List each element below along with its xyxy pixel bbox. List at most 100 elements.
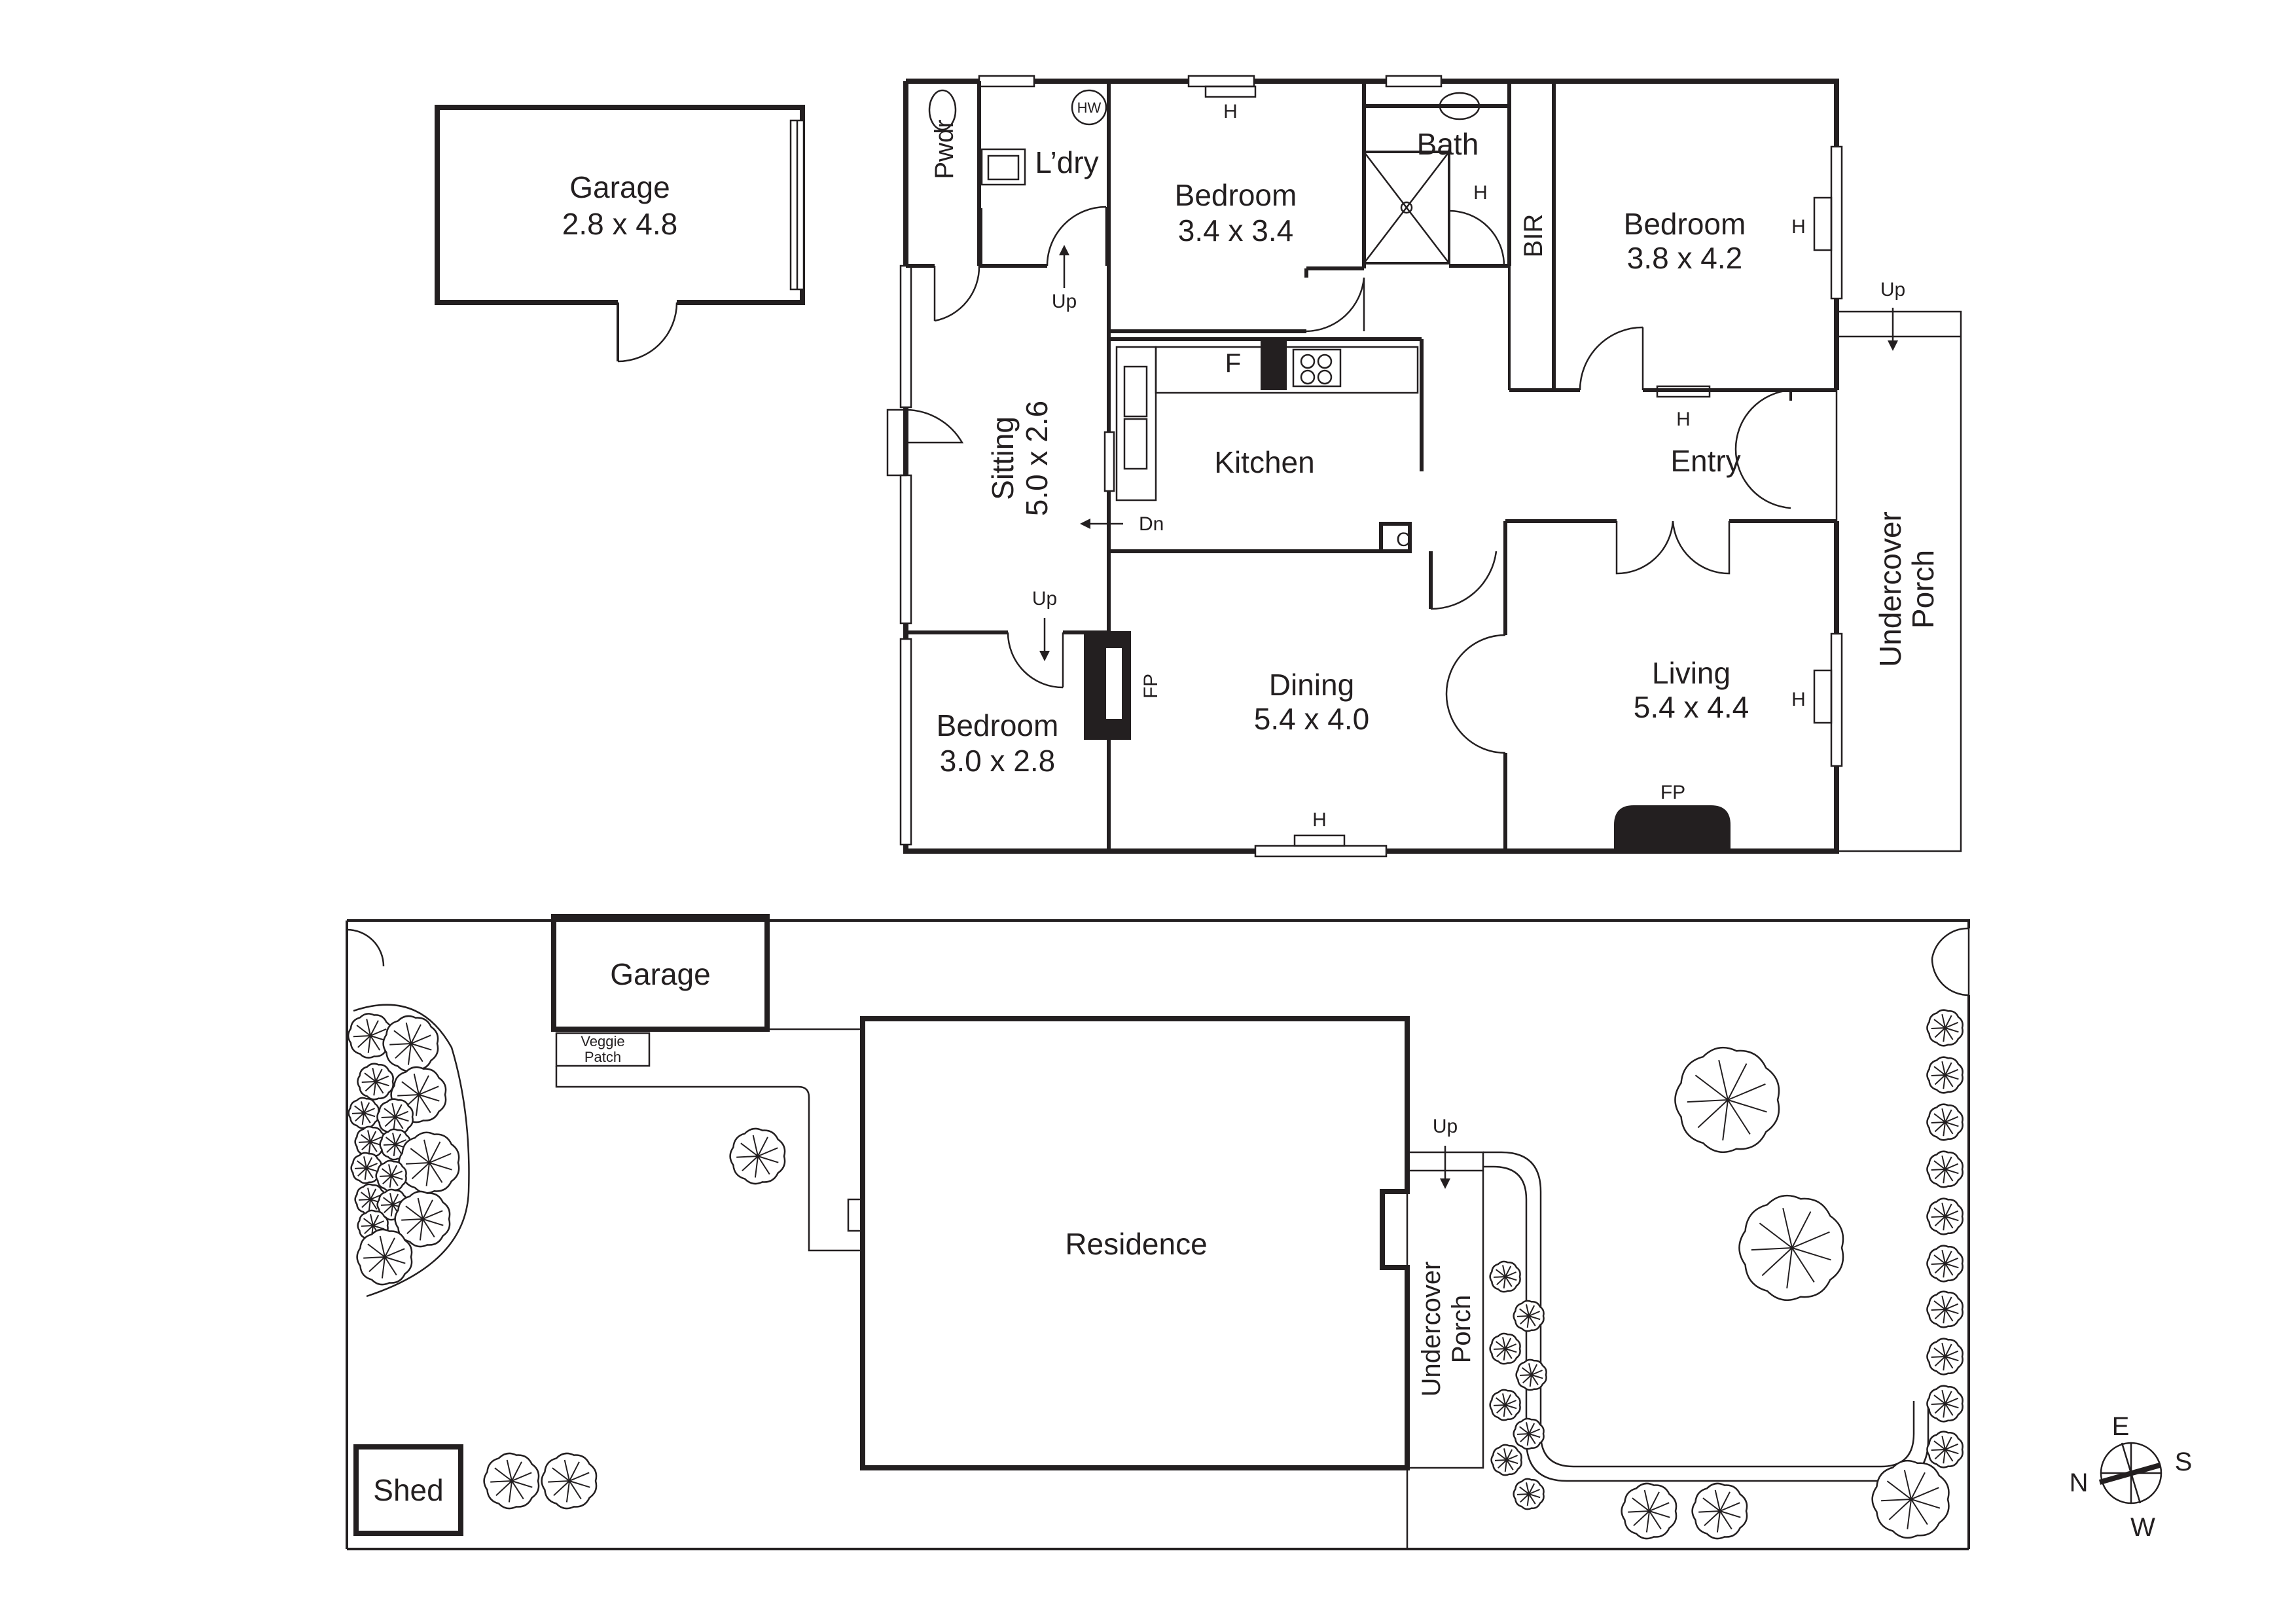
tree-icon — [347, 1013, 393, 1059]
cupboard-label: C — [1396, 529, 1410, 551]
bedroom-3-label: Bedroom — [937, 708, 1059, 742]
tree-icon — [394, 1190, 451, 1248]
bedroom-3-size: 3.0 x 2.8 — [940, 744, 1055, 778]
heaters: H H H H H H — [1204, 85, 1833, 847]
tree-icon — [348, 1097, 380, 1129]
laundry-label: L’dry — [1035, 145, 1098, 179]
site-garage-label: Garage — [610, 957, 710, 991]
tree-icon — [483, 1452, 540, 1510]
tree-icon — [1871, 1459, 1950, 1539]
undercover-porch-label: Undercover Porch — [1873, 511, 1940, 667]
tree-icon — [375, 1159, 407, 1192]
svg-text:Up: Up — [1052, 291, 1077, 312]
site-porch-label: Undercover Porch — [1417, 1262, 1476, 1397]
bedroom-1-size: 3.8 x 4.2 — [1627, 241, 1742, 275]
kitchen-step-down: Dn — [1080, 513, 1164, 535]
site-plan: Garage Veggie Patch Residence Up Underco… — [346, 914, 1970, 1550]
svg-text:HW: HW — [1077, 100, 1102, 116]
tree-icon — [1513, 1417, 1545, 1450]
laundry-step-up: Up — [1052, 245, 1077, 312]
trees — [347, 1009, 1964, 1540]
bedroom-1-label: Bedroom — [1624, 207, 1746, 241]
living-label: Living — [1652, 656, 1731, 690]
svg-text:Undercover: Undercover — [1873, 511, 1907, 667]
tree-icon — [541, 1452, 598, 1510]
dining-fireplace-label: FP — [1140, 674, 1162, 699]
bedroom-2-label: Bedroom — [1175, 178, 1297, 212]
veggie-patch-label-1: Veggie — [581, 1033, 624, 1049]
bath-label: Bath — [1417, 127, 1479, 161]
tree-icon — [1926, 1150, 1964, 1188]
bir-label: BIR — [1519, 214, 1548, 258]
garage-label: Garage — [569, 170, 670, 204]
tree-icon — [1489, 1260, 1521, 1293]
tree-icon — [1926, 1431, 1964, 1468]
compass-south: S — [2175, 1448, 2193, 1476]
tree-icon — [729, 1127, 786, 1185]
detached-garage: Garage 2.8 x 4.8 — [435, 105, 805, 363]
site-porch-step-up: Up — [1433, 1116, 1458, 1137]
svg-text:Dn: Dn — [1139, 513, 1164, 535]
tree-icon — [1691, 1482, 1748, 1540]
bedroom-step-up: Up — [1032, 588, 1057, 661]
tree-icon — [1926, 1385, 1964, 1423]
tree-icon — [1926, 1338, 1964, 1376]
tree-icon — [350, 1152, 382, 1184]
tree-icon — [357, 1063, 394, 1101]
svg-text:Undercover: Undercover — [1417, 1262, 1446, 1397]
fridge-label: F — [1225, 349, 1241, 378]
dining-size: 5.4 x 4.0 — [1254, 702, 1369, 736]
compass-west: W — [2130, 1513, 2155, 1542]
svg-text:5.0 x 2.6: 5.0 x 2.6 — [1020, 401, 1054, 516]
svg-text:H: H — [1223, 101, 1238, 122]
svg-text:H: H — [1791, 689, 1806, 710]
powder-label: Pwdr — [930, 119, 959, 179]
garage-size: 2.8 x 4.8 — [562, 207, 677, 241]
svg-text:H: H — [1676, 409, 1691, 430]
tree-icon — [1489, 1389, 1521, 1421]
svg-text:H: H — [1312, 809, 1327, 831]
tree-icon — [1674, 1046, 1780, 1154]
tree-icon — [356, 1228, 413, 1286]
svg-text:Up: Up — [1032, 588, 1057, 610]
tree-icon — [1926, 1009, 1964, 1047]
compass-north: N — [2070, 1468, 2089, 1497]
dining-label: Dining — [1269, 668, 1354, 702]
svg-text:Pwdr: Pwdr — [930, 119, 959, 179]
residence-label: Residence — [1065, 1227, 1207, 1261]
svg-text:BIR: BIR — [1519, 214, 1548, 258]
svg-text:Porch: Porch — [1906, 550, 1940, 629]
shed-label: Shed — [373, 1473, 443, 1507]
living-size: 5.4 x 4.4 — [1634, 690, 1749, 724]
sitting-label: Sitting 5.0 x 2.6 — [986, 401, 1054, 516]
svg-text:H: H — [1791, 216, 1806, 238]
svg-text:Sitting: Sitting — [986, 416, 1020, 500]
porch-step-up: Up — [1880, 279, 1905, 351]
compass: N E S W — [2070, 1412, 2193, 1542]
house-floor-plan: Up Undercover Porch — [886, 75, 1962, 858]
tree-icon — [1926, 1103, 1964, 1141]
tree-icon — [1515, 1359, 1547, 1391]
tree-icon — [1926, 1197, 1964, 1235]
entry-label: Entry — [1670, 444, 1740, 478]
veggie-patch-label-2: Patch — [584, 1049, 621, 1065]
svg-text:FP: FP — [1140, 674, 1162, 699]
bedroom-2-size: 3.4 x 3.4 — [1178, 213, 1293, 247]
svg-text:H: H — [1473, 182, 1488, 204]
living-fireplace-label: FP — [1660, 782, 1685, 803]
tree-icon — [1489, 1332, 1521, 1365]
tree-icon — [1738, 1194, 1844, 1302]
svg-text:Up: Up — [1880, 279, 1905, 301]
tree-icon — [1513, 1300, 1545, 1332]
tree-icon — [1926, 1290, 1964, 1328]
compass-east: E — [2112, 1412, 2130, 1441]
tree-icon — [1926, 1245, 1964, 1283]
kitchen-label: Kitchen — [1214, 445, 1314, 479]
svg-text:Porch: Porch — [1447, 1295, 1476, 1364]
tree-icon — [1490, 1444, 1522, 1476]
tree-icon — [398, 1131, 460, 1194]
tree-icon — [1513, 1478, 1545, 1510]
tree-icon — [1926, 1056, 1964, 1094]
tree-icon — [1621, 1482, 1677, 1540]
